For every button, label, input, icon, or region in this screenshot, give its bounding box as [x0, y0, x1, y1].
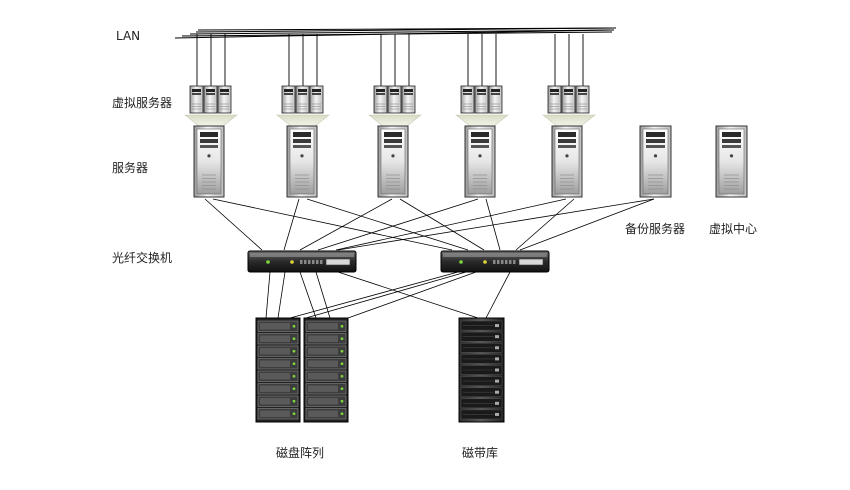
- fiber-link: [306, 272, 466, 318]
- server-tower: [194, 126, 224, 197]
- fiber-link: [336, 199, 566, 250]
- virtual-server-groups: [185, 34, 595, 126]
- virtual-server-unit: [296, 86, 309, 113]
- backup-server-label: 备份服务器: [625, 220, 685, 237]
- virtual-server-unit: [282, 86, 295, 113]
- fiber-link: [516, 199, 574, 250]
- virtual-server-unit: [190, 86, 203, 113]
- virtual-center-label: 虚拟中心: [709, 220, 757, 237]
- virtual-server-group: [185, 34, 237, 126]
- server-tower: [552, 126, 582, 197]
- lan-label: LAN: [116, 29, 140, 43]
- fiber-link: [400, 199, 484, 250]
- virtual-server-unit: [374, 86, 387, 113]
- backup-server-tower: [640, 126, 671, 197]
- virtual-server-group: [277, 34, 329, 126]
- servers-label: 服务器: [112, 159, 148, 176]
- virtual-center-tower: [716, 126, 747, 197]
- virtual-server-unit: [489, 86, 502, 113]
- storage-row: [256, 318, 504, 422]
- fiber-switch: [441, 251, 549, 272]
- virtualization-arrow: [543, 115, 595, 126]
- fiber-link: [300, 272, 316, 318]
- disk-array-unit: [256, 318, 300, 422]
- server-tower: [287, 126, 317, 197]
- virtualization-arrow: [277, 115, 329, 126]
- virtual-server-unit: [562, 86, 575, 113]
- virtual-server-unit: [204, 86, 217, 113]
- virtualization-arrow: [456, 115, 508, 126]
- virtual-server-unit: [461, 86, 474, 113]
- fiber-link: [284, 199, 299, 250]
- disk-array-unit: [304, 318, 348, 422]
- fiber-link: [266, 272, 270, 318]
- fiber-link: [318, 199, 478, 250]
- disk-array-label: 磁盘阵列: [276, 444, 324, 461]
- virtual-server-unit: [218, 86, 231, 113]
- virtual-servers-label: 虚拟服务器: [112, 94, 172, 111]
- virtual-server-unit: [388, 86, 401, 113]
- virtual-server-unit: [402, 86, 415, 113]
- virtual-server-unit: [576, 86, 589, 113]
- tape-library-label: 磁带库: [462, 444, 498, 461]
- server-tower: [465, 126, 495, 197]
- tape-library-unit: [459, 318, 504, 422]
- virtual-server-group: [369, 34, 421, 126]
- fiber-link: [290, 272, 458, 318]
- virtualization-arrow: [369, 115, 421, 126]
- fiber-switch-label: 光纤交换机: [112, 249, 172, 266]
- virtual-server-unit: [548, 86, 561, 113]
- server-row: [194, 126, 747, 197]
- fiber-link: [300, 199, 392, 250]
- fiber-link: [205, 199, 262, 250]
- virtual-server-unit: [310, 86, 323, 113]
- virtual-server-group: [543, 34, 595, 126]
- virtualization-arrow: [185, 115, 237, 126]
- fiber-link: [316, 272, 330, 318]
- fiber-switch: [248, 251, 356, 272]
- fiber-link: [338, 199, 654, 250]
- fiber-link: [278, 272, 285, 318]
- virtual-server-group: [456, 34, 508, 126]
- server-tower: [378, 126, 408, 197]
- fiber-switches: [248, 251, 549, 272]
- lan-bus: [175, 28, 616, 38]
- fiber-link: [213, 199, 452, 250]
- virtual-server-unit: [475, 86, 488, 113]
- fiber-link: [486, 272, 510, 318]
